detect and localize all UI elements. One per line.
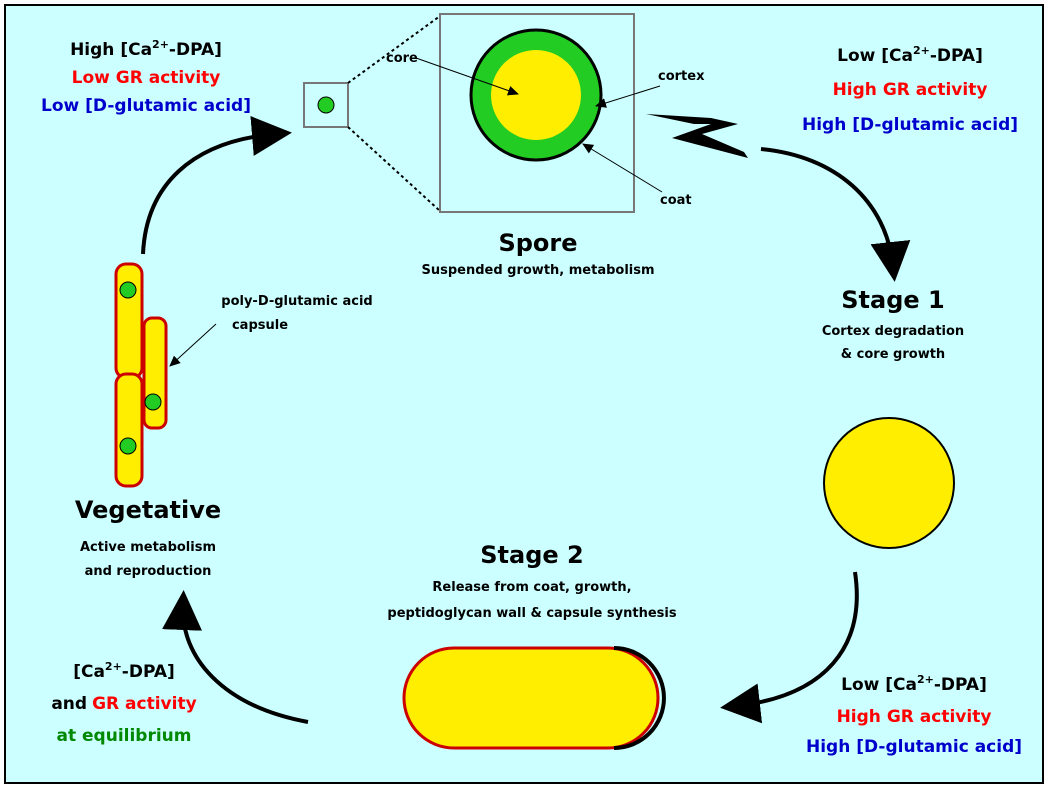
arrow-stage2-to-vegetative	[162, 590, 309, 724]
top-right-gr-activity: High GR activity	[833, 80, 988, 100]
capsule-pointer	[169, 323, 217, 367]
spore-subtitle: Suspended growth, metabolism	[421, 263, 654, 278]
coat-label: coat	[660, 193, 692, 208]
stage1: Stage 1 Cortex degradation & core growth	[822, 286, 964, 549]
top-right-conditions: Low [Ca2+-DPA] High GR activity High [D-…	[802, 44, 1018, 135]
zoom-line-top	[347, 15, 441, 84]
diagram-frame: High [Ca2+-DPA] Low GR activity Low [D-g…	[4, 4, 1044, 784]
vegetative-cell-3-spore	[144, 393, 162, 411]
top-left-gr-activity: Low GR activity	[72, 68, 221, 88]
vegetative: poly-D-glutamic acid capsule Vegetative …	[75, 262, 373, 579]
spore-title: Spore	[498, 229, 577, 257]
zoom-line-bottom	[347, 126, 441, 212]
top-left-glutamic: Low [D-glutamic acid]	[41, 96, 251, 116]
stage1-title: Stage 1	[841, 286, 944, 314]
capsule-label-line1: poly-D-glutamic acid	[221, 294, 372, 309]
core-pointer	[415, 57, 519, 96]
bottom-right-glutamic: High [D-glutamic acid]	[806, 737, 1022, 757]
vegetative-cell-2	[114, 372, 144, 488]
vegetative-cell-1	[114, 262, 144, 380]
arrow-stage1-to-stage2	[720, 571, 859, 724]
stage2-title: Stage 2	[480, 541, 583, 569]
arrow-spore-to-stage1	[760, 147, 911, 282]
lifecycle-diagram: High [Ca2+-DPA] Low GR activity Low [D-g…	[41, 13, 1022, 757]
vegetative-line1: Active metabolism	[80, 540, 216, 555]
coat-pointer	[582, 143, 663, 193]
stage2: Stage 2 Release from coat, growth, pepti…	[387, 541, 677, 750]
vegetative-cell-1-spore	[119, 281, 137, 299]
stage2-cell	[402, 646, 660, 750]
bottom-left-equilibrium: at equilibrium	[57, 726, 192, 746]
vegetative-cell-3	[142, 316, 168, 430]
stage1-line2: & core growth	[841, 347, 945, 362]
cortex-label: cortex	[658, 69, 705, 84]
spore-core	[491, 50, 581, 140]
bottom-right-conditions: Low [Ca2+-DPA] High GR activity High [D-…	[806, 673, 1022, 757]
vegetative-line2: and reproduction	[85, 564, 212, 579]
bottom-right-gr-activity: High GR activity	[837, 707, 992, 727]
top-right-glutamic: High [D-glutamic acid]	[802, 115, 1018, 135]
stage2-coat-remnant	[613, 646, 666, 750]
top-right-ca-dpa: Low [Ca2+-DPA]	[837, 44, 983, 66]
bottom-right-ca-dpa: Low [Ca2+-DPA]	[841, 673, 987, 695]
core-label: core	[386, 51, 418, 66]
stage2-line1: Release from coat, growth,	[432, 580, 631, 595]
spore-small-dot	[317, 96, 335, 114]
cortex-pointer	[595, 85, 661, 108]
arrow-vegetative-to-spore	[141, 116, 292, 255]
top-left-ca-dpa: High [Ca2+-DPA]	[70, 38, 222, 60]
spore-large-box	[439, 13, 635, 213]
vegetative-title: Vegetative	[75, 496, 221, 524]
top-left-conditions: High [Ca2+-DPA] Low GR activity Low [D-g…	[41, 38, 251, 116]
spore-zoom: core cortex coat Spore Suspended growth,…	[303, 13, 705, 278]
spore-small-box	[303, 82, 349, 128]
vegetative-cell-2-spore	[119, 437, 137, 455]
stage1-line1: Cortex degradation	[822, 324, 964, 339]
bottom-left-ca-dpa: [Ca2+-DPA]	[73, 660, 175, 682]
stage1-cell	[823, 417, 955, 549]
capsule-label-line2: capsule	[232, 318, 288, 333]
lightning-bolt-icon	[646, 114, 748, 158]
stage2-line2: peptidoglycan wall & capsule synthesis	[387, 606, 676, 621]
